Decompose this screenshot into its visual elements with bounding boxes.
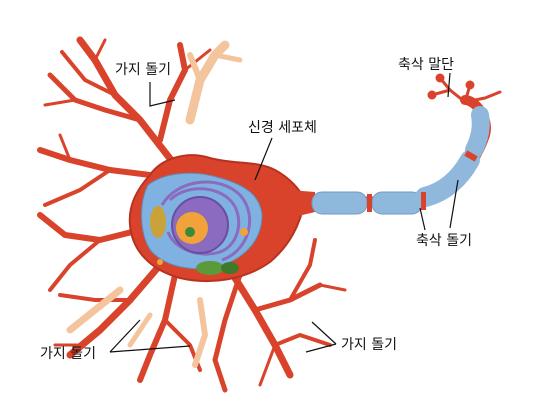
leader-dendrite-bottom-right [305, 343, 337, 353]
label-axon-terminal: 축삭 말단 [398, 57, 454, 73]
golgi-apparatus [150, 206, 166, 238]
leader-dendrite-bottom-right-2 [311, 321, 337, 345]
leader-cell-body [254, 137, 273, 181]
dendrite-highlights [66, 40, 243, 368]
label-cell-body: 신경 세포체 [248, 120, 317, 136]
mitochondrion [196, 261, 224, 275]
leader-dendrite-bottom-left-2 [109, 345, 191, 353]
leader-axon [419, 207, 426, 231]
vesicle [240, 228, 248, 236]
dendrites [37, 36, 347, 393]
axon-terminal [427, 73, 502, 104]
leader-dendrite-bottom-left [109, 319, 141, 353]
mitochondrion [221, 262, 239, 274]
leader-axon-terminal [447, 72, 451, 98]
nucleolus-core [185, 227, 195, 237]
leader-dendrite-top [149, 82, 176, 107]
axon-hillock [290, 190, 315, 218]
axon [305, 95, 491, 215]
label-dendrite-bottom-left: 가지 돌기 [40, 346, 96, 362]
label-dendrite-bottom-right: 가지 돌기 [341, 337, 397, 353]
labels: 가지 돌기 신경 세포체 축삭 말단 축삭 돌기 가지 돌기 가지 돌기 [40, 57, 472, 362]
leader-axon-2 [449, 179, 459, 229]
label-axon: 축삭 돌기 [416, 233, 472, 249]
vesicle [157, 259, 163, 265]
label-dendrite-top: 가지 돌기 [115, 62, 171, 78]
